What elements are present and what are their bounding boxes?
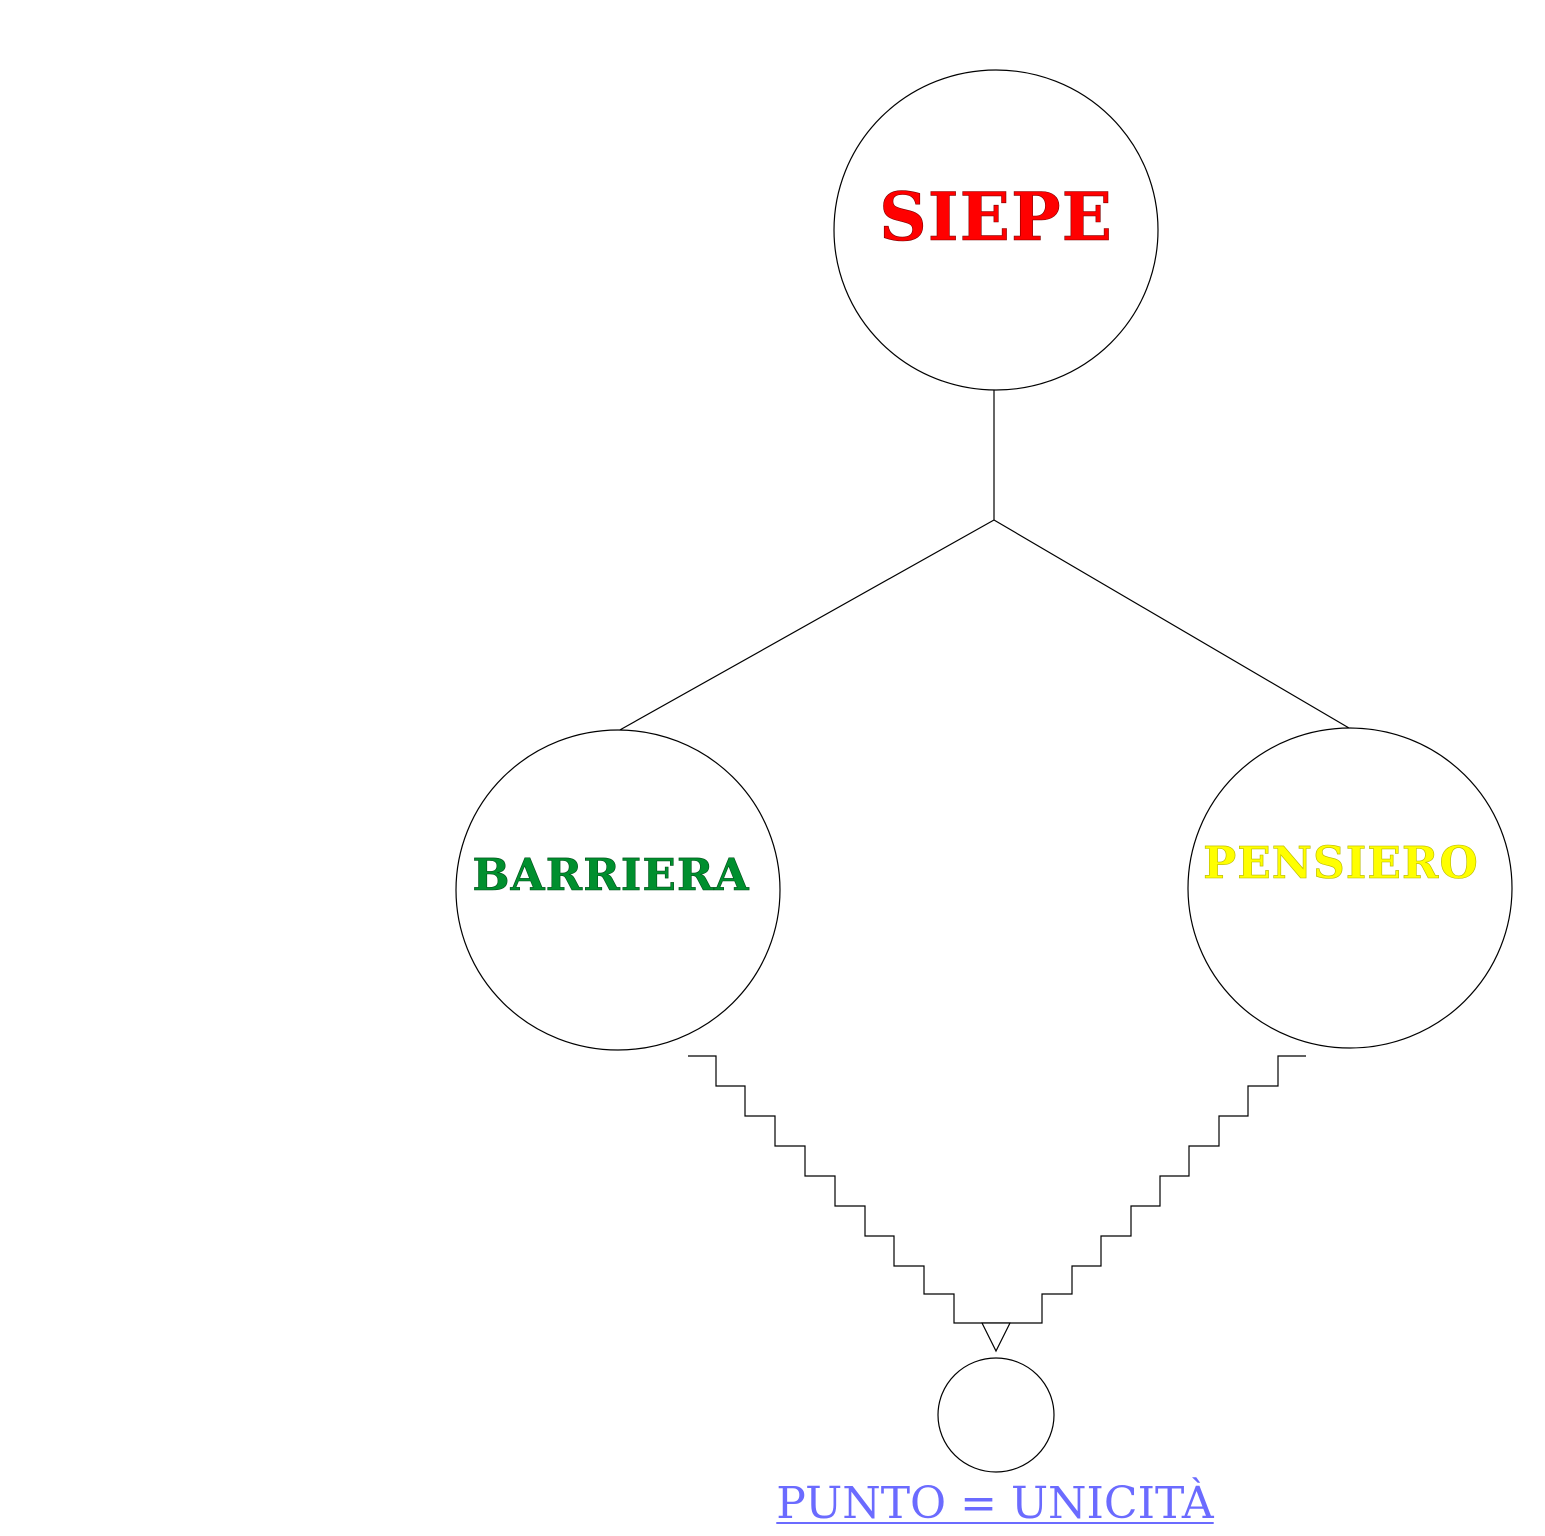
left-node-circle <box>455 729 781 1051</box>
top-node-label: SIEPE <box>879 178 1113 256</box>
left-node-label: BARRIERA <box>472 850 749 901</box>
right-branch-connector <box>993 519 1350 729</box>
down-arrow-icon <box>981 1322 1011 1353</box>
left-staircase-connector <box>688 1055 994 1324</box>
right-node-label: PENSIERO <box>1203 838 1479 889</box>
left-branch-connector <box>617 519 995 732</box>
top-node-circle <box>833 69 1159 391</box>
bottom-node-circle <box>937 1357 1055 1473</box>
footer-caption[interactable]: PUNTO = UNICITÀ <box>776 1478 1214 1529</box>
right-node-circle <box>1187 727 1513 1049</box>
right-staircase-connector <box>994 1055 1306 1324</box>
